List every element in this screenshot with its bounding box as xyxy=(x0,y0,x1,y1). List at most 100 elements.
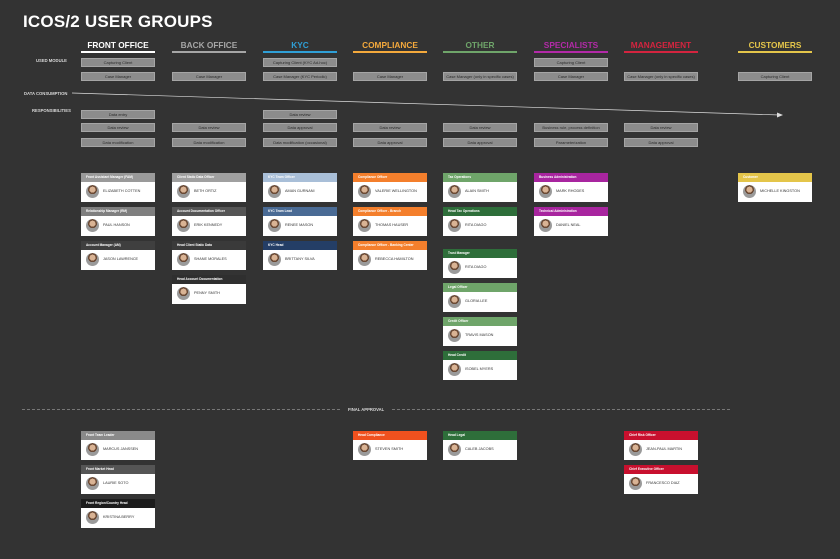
person-name: AMAN GURNANI xyxy=(285,189,315,193)
card-body: THOMAS HAUSER xyxy=(353,216,427,236)
person-name: STEVEN SMITH xyxy=(375,447,404,451)
responsibility-box: Parameterization xyxy=(534,138,608,147)
responsibilities-label: RESPONSIBILITIES xyxy=(32,108,71,113)
person-name: FRANCESCO DIAZ xyxy=(646,481,680,485)
avatar xyxy=(268,253,281,266)
card-body: STEVEN SMITH xyxy=(353,440,427,460)
card-body: GLORIA LEE xyxy=(443,292,517,312)
user-card[interactable]: Front Assistant Manager (FAM)ELIZABETH C… xyxy=(81,173,155,202)
person-name: BETH ORTIZ xyxy=(194,189,217,193)
column-underline xyxy=(738,51,812,53)
column-underline xyxy=(172,51,246,53)
role-header: Front Region/Country Head xyxy=(81,499,155,508)
module-box: Capturing Client xyxy=(738,72,812,81)
responsibility-box: Data approval xyxy=(443,138,517,147)
role-header: Legal Officer xyxy=(443,283,517,292)
card-body: JEAN-PAUL MARTIN xyxy=(624,440,698,460)
role-header: Head Compliance xyxy=(353,431,427,440)
card-body: LAURIE SOTO xyxy=(81,474,155,494)
role-header: Chief Executive Officer xyxy=(624,465,698,474)
responsibility-box: Data approval xyxy=(263,123,337,132)
avatar xyxy=(358,253,371,266)
responsibility-box: Data approval xyxy=(624,138,698,147)
column-underline xyxy=(443,51,517,53)
responsibility-box: Data review xyxy=(624,123,698,132)
user-card[interactable]: Relationship Manager (RM)PAUL HANSON xyxy=(81,207,155,236)
column-header: MANAGEMENT xyxy=(630,40,692,50)
person-name: THOMAS HAUSER xyxy=(375,223,409,227)
avatar xyxy=(448,261,461,274)
role-header: Front Assistant Manager (FAM) xyxy=(81,173,155,182)
person-name: VALERIE WELLINGTON xyxy=(375,189,417,193)
role-header: Compliance Officer - Branch xyxy=(353,207,427,216)
column-header: CUSTOMERS xyxy=(748,40,802,50)
avatar xyxy=(448,295,461,308)
card-body: FRANCESCO DIAZ xyxy=(624,474,698,494)
module-box: Case Manager (only in specific cases) xyxy=(624,72,698,81)
column-header: COMPLIANCE xyxy=(362,40,418,50)
module-box: Case Manager xyxy=(353,72,427,81)
person-name: KRISTINA BERRY xyxy=(103,515,135,519)
role-header: Tax Operations xyxy=(443,173,517,182)
card-body: BETH ORTIZ xyxy=(172,182,246,202)
card-body: DANIEL NEAL xyxy=(534,216,608,236)
avatar xyxy=(86,443,99,456)
role-header: Relationship Manager (RM) xyxy=(81,207,155,216)
card-body: TRAVIS MASON xyxy=(443,326,517,346)
avatar xyxy=(448,185,461,198)
role-header: Trust Manager xyxy=(443,249,517,258)
responsibility-box: Data review xyxy=(263,110,337,119)
role-header: Technical Administration xyxy=(534,207,608,216)
role-header: Head Legal xyxy=(443,431,517,440)
card-body: RITA DIAGO xyxy=(443,216,517,236)
role-header: KYC Team Officer xyxy=(263,173,337,182)
column-underline xyxy=(81,51,155,53)
card-body: MARK RHODES xyxy=(534,182,608,202)
role-header: Business Administration xyxy=(534,173,608,182)
person-name: MICHELLE KINGSTON xyxy=(760,189,800,193)
responsibility-box: Data review xyxy=(443,123,517,132)
avatar xyxy=(177,287,190,300)
avatar xyxy=(448,219,461,232)
role-header: Compliance Officer xyxy=(353,173,427,182)
person-name: MARCUS JANSSEN xyxy=(103,447,139,451)
person-name: BRITTANY SILVA xyxy=(285,257,315,261)
role-header: Head Credit xyxy=(443,351,517,360)
responsibility-box: Data review xyxy=(172,123,246,132)
user-card[interactable]: Account Manager (AM)JASON LAWRENCE xyxy=(81,241,155,270)
card-body: KRISTINA BERRY xyxy=(81,508,155,528)
card-body: PAUL HANSON xyxy=(81,216,155,236)
avatar xyxy=(629,477,642,490)
module-box: Case Manager (KYC Periodic) xyxy=(263,72,337,81)
role-header: KYC Head xyxy=(263,241,337,250)
module-box: Capturing Client (KYC Ad-hoc) xyxy=(263,58,337,67)
card-body: JASON LAWRENCE xyxy=(81,250,155,270)
